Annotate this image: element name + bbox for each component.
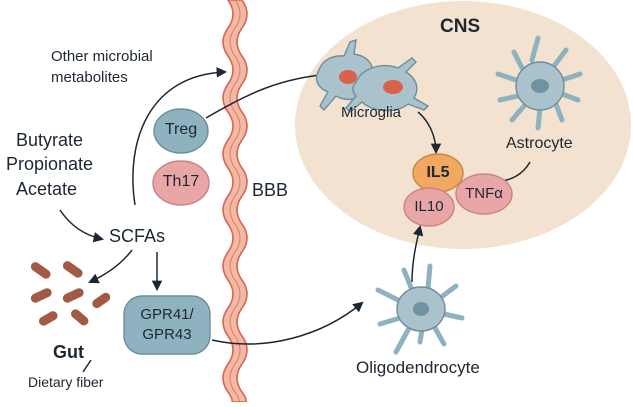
microglia-label: Microglia [341, 104, 402, 121]
astrocyte-label: Astrocyte [506, 135, 573, 152]
bbb-label: BBB [252, 180, 289, 200]
oligodendrocyte-label: Oligodendrocyte [356, 358, 480, 377]
gpr-receptor-box [123, 295, 211, 355]
dietary-fiber-label: Dietary fiber [28, 374, 104, 390]
th17-label: Th17 [162, 173, 200, 190]
il10-label: IL10 [414, 198, 444, 215]
arrow-acids-to-scfas [59, 209, 105, 243]
astrocyte-cell [495, 35, 583, 131]
arrow-treg-to-microglia [205, 73, 331, 119]
gpr-label-2: GPR43 [142, 326, 192, 343]
oligodendrocyte-cell [375, 263, 465, 355]
treg-label: Treg [164, 121, 198, 138]
arrow-oligodendrocyte-to-cytokines [411, 224, 424, 283]
gut-bacteria [30, 261, 111, 326]
acetate-label: Acetate [16, 179, 78, 199]
other-metabolites-label-2: metabolites [51, 69, 128, 86]
th17-cell [152, 160, 210, 206]
arrow-microglia-to-il5 [417, 111, 442, 155]
cns-region [295, 1, 631, 249]
arrow-scfas-to-gut [88, 249, 133, 284]
cns-label: CNS [440, 16, 481, 37]
butyrate-label: Butyrate [16, 130, 84, 150]
gpr-label-1: GPR41/ [140, 306, 194, 323]
propionate-label: Propionate [6, 154, 94, 174]
gut-label: Gut [53, 342, 84, 362]
arrow-metabolites-to-barrier [132, 67, 228, 206]
scfas-label: SCFAs [109, 226, 166, 246]
arrow-receptor-to-oligodendrocyte [211, 301, 364, 345]
il5-label: IL5 [426, 164, 450, 181]
tnfa-label: TNFα [465, 185, 503, 202]
line-dietary-fiber [82, 359, 92, 373]
microglia-cells [315, 38, 430, 113]
other-metabolites-label-1: Other microbial [51, 48, 153, 65]
blood-brain-barrier [222, 0, 248, 403]
il10-node [403, 187, 455, 227]
treg-cell [153, 108, 209, 154]
tnfa-node [455, 173, 513, 215]
